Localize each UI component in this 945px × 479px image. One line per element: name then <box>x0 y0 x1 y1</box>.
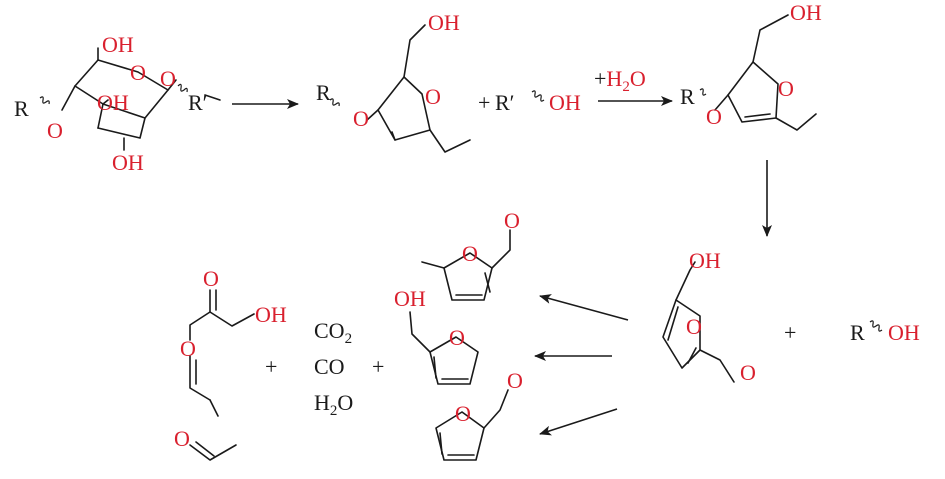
r-prime-group: R′ <box>188 90 208 115</box>
aldehyde-oxygen: O <box>740 360 756 385</box>
oh-label: OH <box>394 286 426 311</box>
oh-label: OH <box>255 302 287 327</box>
wavy-bond <box>869 320 883 332</box>
aldehyde-oxygen: O <box>174 426 190 451</box>
glycosidic-oxygen: O <box>160 66 176 91</box>
oh-label: OH <box>102 32 134 57</box>
oh-label: OH <box>689 248 721 273</box>
plus-sign: + <box>372 354 384 379</box>
wavy-bond <box>531 90 545 102</box>
co2-label: CO2 <box>314 318 352 347</box>
oh-label: OH <box>888 320 920 345</box>
ring-oxygen: O <box>455 401 471 426</box>
carbonyl-oxygen: O <box>203 266 219 291</box>
plus-sign: + <box>478 90 490 115</box>
intermediate-1: OH O O R <box>316 10 471 153</box>
ring-oxygen: O <box>449 325 465 350</box>
aldehyde-oxygen: O <box>507 368 523 393</box>
r-group: R <box>14 96 29 121</box>
oh-label: OH <box>549 90 581 115</box>
r-group: R <box>316 80 331 105</box>
oh-label: OH <box>112 150 144 175</box>
ring-oxygen: O <box>778 76 794 101</box>
ester-oxygen: O <box>180 336 196 361</box>
reaction-arrow <box>539 408 618 436</box>
intermediate-2: OH O O R <box>680 0 822 131</box>
ester-molecule: O OH O <box>180 266 287 417</box>
furfuryl-alcohol-molecule: OH O <box>394 286 479 385</box>
water-reagent: +H2O <box>594 66 646 95</box>
r-group: R <box>680 84 695 109</box>
methylfurfural-molecule: O O <box>421 208 520 301</box>
plus-sign: + <box>265 354 277 379</box>
ether-oxygen: O <box>706 104 722 129</box>
furfural-molecule: O O <box>435 368 523 461</box>
hmf-molecule: OH O O <box>662 248 756 385</box>
oh-label: OH <box>428 10 460 35</box>
aldehyde-oxygen: O <box>504 208 520 233</box>
reaction-arrow <box>539 294 629 321</box>
ring-oxygen: O <box>462 241 478 266</box>
oh-label: OH <box>790 0 822 25</box>
co-label: CO <box>314 354 345 379</box>
acetaldehyde-molecule: O <box>174 426 237 461</box>
glucopyranose-unit: OH O O OH OH O R R′ <box>14 32 221 175</box>
oh-label: OH <box>97 90 129 115</box>
ether-oxygen: O <box>353 106 369 131</box>
water-label: H2O <box>314 390 353 419</box>
r-prime-group: R′ <box>495 90 515 115</box>
ether-oxygen: O <box>47 118 63 143</box>
ring-oxygen: O <box>686 314 702 339</box>
plus-sign: + <box>784 320 796 345</box>
ring-oxygen: O <box>425 84 441 109</box>
r-group: R <box>850 320 865 345</box>
ring-oxygen: O <box>130 60 146 85</box>
